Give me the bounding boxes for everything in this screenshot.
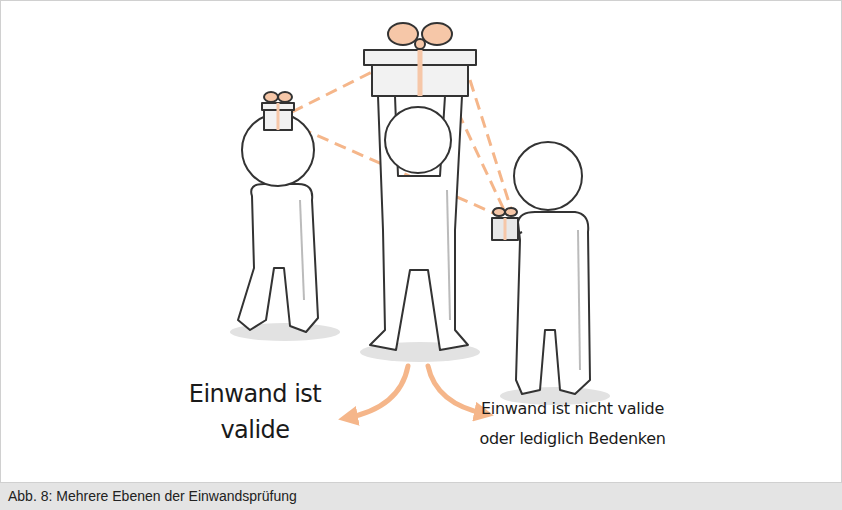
outcome-label: Einwand ist valide [170, 376, 340, 448]
figure-caption: Abb. 8: Mehrere Ebenen der Einwandsprüfu… [8, 488, 297, 504]
outcome-label: Einwand ist nicht valide oder lediglich … [470, 394, 675, 454]
person-center [364, 23, 476, 350]
outcome-arrows [346, 366, 486, 418]
frame [1, 1, 842, 483]
person-left [238, 92, 318, 332]
person-right [492, 142, 590, 394]
